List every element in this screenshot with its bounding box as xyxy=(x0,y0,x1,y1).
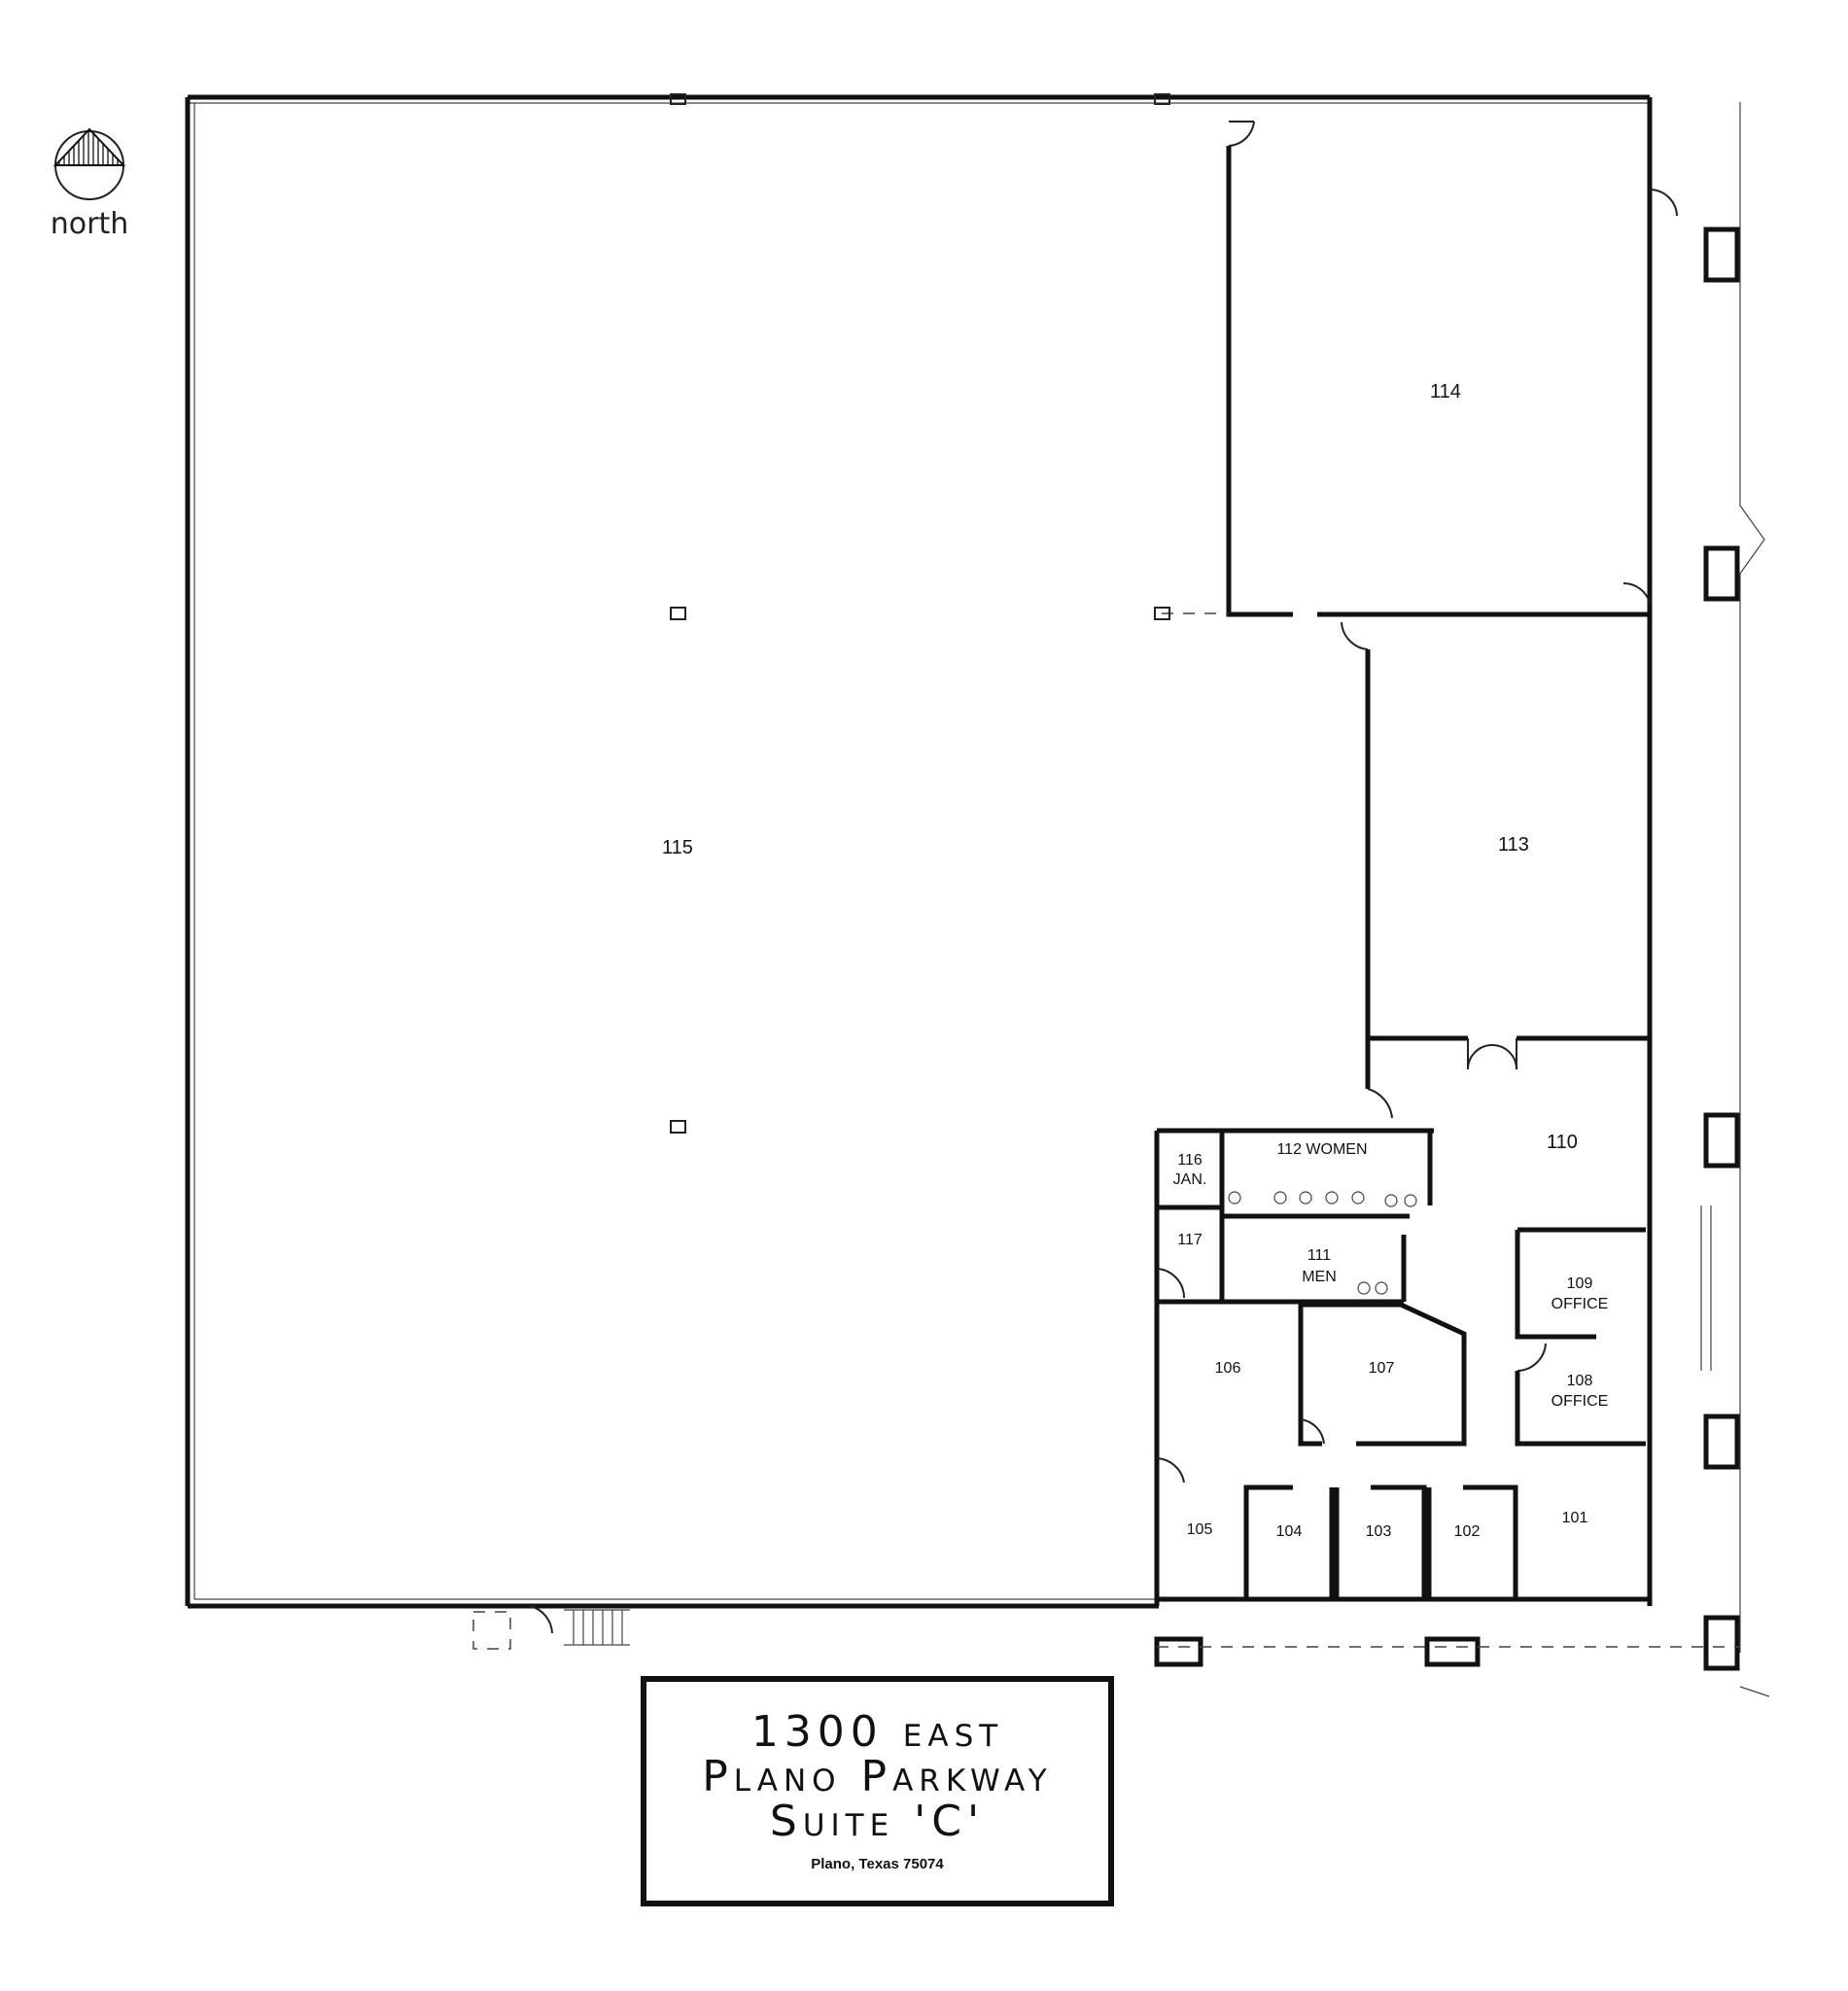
room-label-116: 116 xyxy=(1177,1152,1203,1169)
toilet-fixtures xyxy=(1228,1191,1417,1295)
room-label-103: 103 xyxy=(1366,1523,1392,1540)
room-label-117: 117 xyxy=(1177,1232,1203,1248)
room-label-115: 115 xyxy=(662,837,693,858)
title-block: 1300 east Plano Parkway Suite 'C' Plano,… xyxy=(641,1676,1114,1906)
room-label-107: 107 xyxy=(1369,1360,1395,1377)
room-label-106: 106 xyxy=(1215,1360,1241,1377)
room-name-116: JAN. xyxy=(1173,1171,1207,1188)
exterior-walls xyxy=(185,94,1653,1609)
room-113-walls xyxy=(1341,621,1650,1119)
title-line-2: Plano Parkway xyxy=(702,1752,1053,1801)
title-line-3: Suite 'C' xyxy=(769,1797,986,1846)
room-label-111: 111 xyxy=(1308,1247,1331,1264)
room-name-109: OFFICE xyxy=(1552,1296,1609,1312)
room-label-104: 104 xyxy=(1276,1523,1303,1540)
room-114-walls xyxy=(1162,121,1678,617)
room-label-109: 109 xyxy=(1567,1275,1593,1292)
office-core-walls xyxy=(1154,1128,1646,1606)
structural-columns xyxy=(670,93,1740,1671)
title-line-1: 1300 east xyxy=(750,1707,1004,1757)
canopy-lines xyxy=(472,102,1770,1697)
room-label-114: 114 xyxy=(1430,381,1461,402)
room-name-111: MEN xyxy=(1302,1269,1337,1285)
room-label-113: 113 xyxy=(1498,834,1529,856)
room-name-108: OFFICE xyxy=(1552,1393,1609,1410)
room-label-108: 108 xyxy=(1567,1373,1593,1389)
north-label: north xyxy=(51,207,128,241)
north-arrow-icon xyxy=(52,127,126,200)
title-city: Plano, Texas 75074 xyxy=(811,1856,944,1872)
room-label-105: 105 xyxy=(1187,1521,1213,1538)
room-label-101: 101 xyxy=(1562,1510,1588,1526)
room-label-112: 112 WOMEN xyxy=(1276,1141,1367,1158)
room-label-110: 110 xyxy=(1547,1132,1578,1153)
room-label-102: 102 xyxy=(1454,1523,1481,1540)
